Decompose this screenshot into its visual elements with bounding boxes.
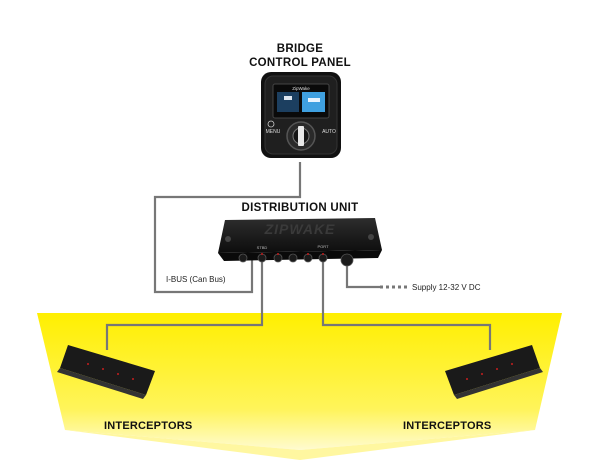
interceptors-right-label: INTERCEPTORS bbox=[403, 420, 492, 432]
supply-label: Supply 12-32 V DC bbox=[412, 283, 481, 292]
ibus-cable bbox=[153, 162, 302, 294]
hull-shape bbox=[37, 313, 562, 450]
power-button-icon bbox=[267, 120, 275, 128]
panel-auto-label: AUTO bbox=[322, 129, 336, 135]
ibus-label: I-BUS (Can Bus) bbox=[166, 275, 226, 284]
interceptors-left-label: INTERCEPTORS bbox=[104, 420, 193, 432]
interceptor-left bbox=[57, 345, 155, 399]
interceptor-right bbox=[445, 345, 543, 399]
bridge-title-line1: BRIDGE bbox=[276, 43, 324, 55]
bridge-title-line2: CONTROL PANEL bbox=[249, 57, 351, 69]
distribution-unit: ZIPWAKE STBD PORT bbox=[218, 218, 382, 267]
stbd-cable bbox=[105, 258, 264, 350]
distribution-brand: ZIPWAKE bbox=[264, 221, 336, 237]
distribution-unit-title: DISTRIBUTION UNIT bbox=[241, 202, 359, 214]
port-cable bbox=[321, 258, 492, 350]
port-port-label: PORT bbox=[317, 244, 329, 249]
supply-cable bbox=[345, 262, 380, 289]
bridge-control-panel: ZipWake MENU AUTO bbox=[261, 72, 341, 158]
cables bbox=[105, 162, 492, 350]
panel-menu-label: MENU bbox=[266, 129, 281, 135]
stbd-port-label: STBD bbox=[257, 245, 268, 250]
connector-row bbox=[238, 253, 354, 267]
bridge-control-panel-title: BRIDGE CONTROL PANEL bbox=[230, 42, 370, 70]
panel-brand: ZipWake bbox=[292, 86, 310, 91]
hull-point bbox=[65, 430, 535, 460]
